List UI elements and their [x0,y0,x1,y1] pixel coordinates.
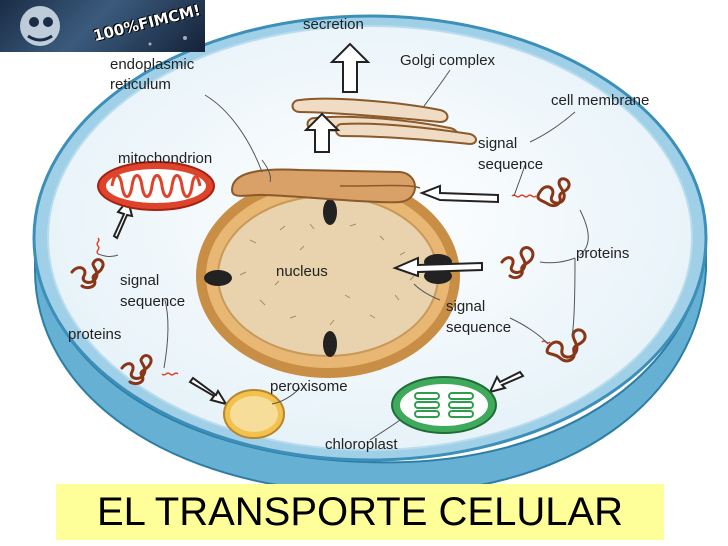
label-mitochondrion: mitochondrion [118,150,213,167]
protein-lower-right [545,328,587,363]
proteins [70,177,587,386]
label-signal-top-1: signal [478,135,518,152]
label-nucleus: nucleus [276,263,328,280]
label-signal-left-2: sequence [120,293,186,310]
label-secretion: secretion [303,16,364,33]
label-proteins-right: proteins [576,245,630,262]
label-signal-left-1: signal [120,272,160,289]
label-proteins-left: proteins [68,326,122,343]
label-cell-membrane: cell membrane [551,92,650,109]
mascot-icon [20,6,187,46]
label-signal-right-2: sequence [446,319,512,336]
protein-left [70,258,105,290]
transport-arrows [112,184,525,406]
protein-right [500,246,535,280]
chloroplast [391,376,497,434]
protein-top-right [536,177,571,208]
secretion-arrows [303,42,371,153]
golgi-complex [291,97,477,146]
label-signal-right-1: signal [446,298,486,315]
label-signal-top-2: sequence [478,156,544,173]
logo-banner: 100%FIMCM! [0,0,205,52]
label-er-line1: endoplasmic [110,56,195,73]
label-chloroplast: chloroplast [325,436,398,453]
label-er-line2: reticulum [110,76,171,93]
slide-title: EL TRANSPORTE CELULAR [96,490,624,534]
peroxisome [223,389,285,439]
title-bar: EL TRANSPORTE CELULAR [56,484,664,540]
leader-lines [97,69,589,441]
label-golgi-complex: Golgi complex [400,52,496,69]
mitochondrion [97,161,215,211]
protein-lower-left [120,354,153,386]
label-peroxisome: peroxisome [270,378,348,395]
endoplasmic-reticulum [230,168,421,204]
nucleus [196,174,460,378]
